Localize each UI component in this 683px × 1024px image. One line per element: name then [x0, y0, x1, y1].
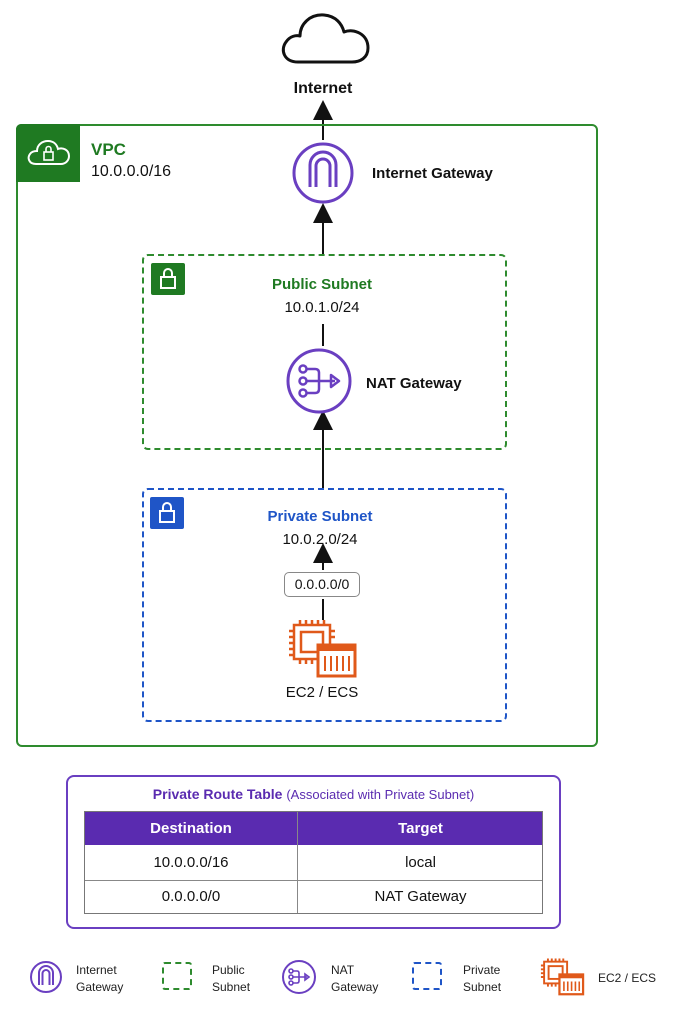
legend-item-internet-gateway: Internet Gateway — [76, 962, 123, 996]
legend-label-line2: Subnet — [463, 980, 502, 994]
vpc-title: VPC — [91, 140, 126, 159]
public-subnet-lock-icon — [151, 263, 185, 295]
header-destination: Destination — [150, 820, 232, 837]
internet-gateway-label: Internet Gateway — [372, 165, 493, 182]
ec2-ecs-icon — [289, 620, 357, 678]
legend-label-line1: NAT — [331, 963, 355, 977]
route-table-heading: Private Route Table (Associated with Pri… — [66, 786, 561, 802]
legend-item-ec2-ecs: EC2 / ECS — [598, 970, 656, 987]
route-table-subtitle: (Associated with Private Subnet) — [286, 787, 475, 802]
public-subnet-title: Public Subnet — [271, 276, 372, 293]
public-subnet-container — [142, 254, 507, 450]
route-table: Destination Target 10.0.0.0/16 local 0.0… — [84, 811, 543, 914]
route-badge: 0.0.0.0/0 — [284, 572, 360, 597]
route-table-title: Private Route Table — [152, 786, 283, 802]
legend-label-line2: Gateway — [76, 980, 124, 994]
table-row-1-target: local — [405, 854, 436, 871]
table-row-2-destination: 0.0.0.0/0 — [161, 888, 221, 905]
table-row-2-target: NAT Gateway — [374, 888, 467, 905]
legend-private-subnet-swatch — [412, 962, 442, 990]
internet-gateway-icon — [292, 142, 354, 204]
route-table-panel — [66, 775, 561, 929]
legend-item-nat-gateway: NAT Gateway — [331, 962, 378, 996]
nat-gateway-label: NAT Gateway — [366, 375, 462, 392]
legend-internet-gateway-icon — [30, 961, 62, 993]
table-row-1-destination: 10.0.0.0/16 — [153, 854, 229, 871]
table-row-divider — [85, 880, 542, 881]
table-column-divider — [297, 812, 298, 913]
legend-label-line1: EC2 / ECS — [598, 971, 657, 985]
vpc-cloud-lock-icon — [27, 139, 71, 165]
cloud-icon — [281, 13, 370, 64]
private-subnet-lock-icon — [150, 497, 184, 529]
private-subnet-title: Private Subnet — [267, 508, 373, 525]
legend-label-line1: Public — [212, 963, 245, 977]
legend-item-private-subnet: Private Subnet — [463, 962, 501, 996]
legend: Internet Gateway Public Subnet NAT Gatew… — [0, 950, 683, 1010]
legend-label-line1: Internet — [76, 963, 117, 977]
legend-nat-gateway-icon — [282, 960, 316, 994]
legend-label-line2: Subnet — [212, 980, 251, 994]
legend-label-line2: Gateway — [331, 980, 379, 994]
legend-ec2-ecs-icon — [540, 958, 585, 996]
legend-label-line1: Private — [463, 963, 501, 977]
legend-public-subnet-swatch — [162, 962, 192, 990]
private-subnet-container — [142, 488, 507, 722]
internet-label: Internet — [293, 80, 353, 97]
nat-gateway-icon — [286, 348, 352, 414]
vpc-badge — [16, 124, 80, 182]
public-subnet-cidr: 10.0.1.0/24 — [284, 299, 360, 316]
compute-label: EC2 / ECS — [285, 684, 359, 701]
private-subnet-cidr: 10.0.2.0/24 — [282, 531, 358, 548]
vpc-container — [16, 124, 598, 747]
vpc-cidr: 10.0.0.0/16 — [91, 163, 172, 180]
route-table-header — [84, 811, 543, 845]
header-target: Target — [398, 820, 443, 837]
legend-item-public-subnet: Public Subnet — [212, 962, 250, 996]
